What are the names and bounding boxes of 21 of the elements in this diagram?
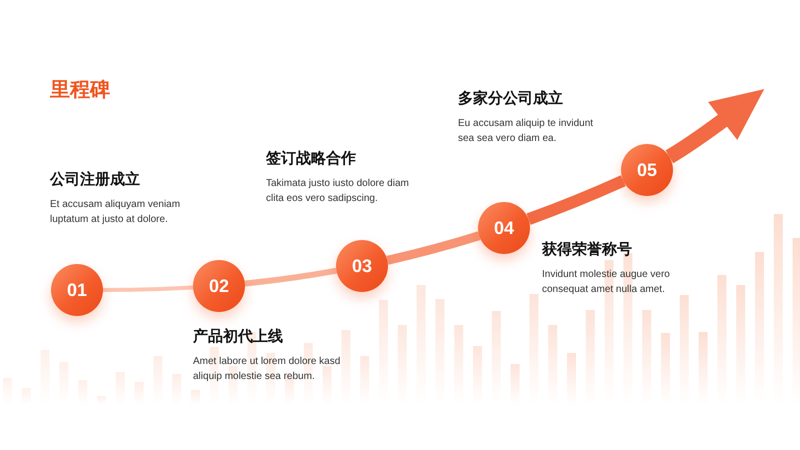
arrow [666,89,764,164]
slide-title: 里程碑 [50,78,110,102]
milestone-title: 公司注册成立 [50,171,140,189]
milestone-description: Takimata justo iusto dolore diam clita eos vero sadipscing. [266,177,410,206]
milestone-title: 产品初代上线 [193,328,283,346]
connector-line [386,231,481,265]
step-circle: 02 [193,260,245,312]
milestone-title: 签订战略合作 [266,150,356,168]
milestone-description: Et accusam aliquyam veniam luptatum at justo at dolore. [50,198,182,227]
milestone-description: Invidunt molestie augue vero consequat amet nulla amet. [542,268,671,297]
step-circle: 01 [51,264,103,316]
connector-line [526,175,626,225]
connector-line [244,268,337,286]
milestone-description: Eu accusam aliquip te invidunt sea sea vero diam ea. [458,117,594,146]
milestone-title: 多家分公司成立 [458,90,563,108]
step-circle: 04 [478,202,530,254]
step-circle: 03 [336,240,388,292]
milestone-title: 获得荣誉称号 [542,241,632,259]
connector-line [103,286,194,292]
milestone-description: Amet labore ut lorem dolore kasd aliquip molestie sea rebum. [193,355,342,384]
step-circle: 05 [621,144,673,196]
